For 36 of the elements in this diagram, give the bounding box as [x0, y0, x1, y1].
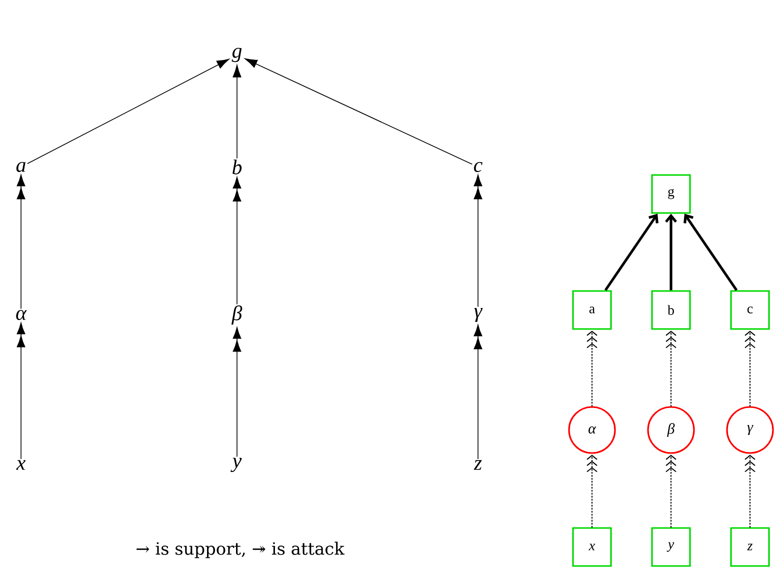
arrow: [744, 454, 756, 528]
node-label: β: [231, 305, 242, 325]
arrow: [586, 454, 598, 528]
node-box: b: [651, 290, 691, 330]
node-label: a: [16, 162, 26, 172]
arrow: [604, 214, 658, 291]
arrow: [665, 214, 677, 290]
arrow: [666, 330, 676, 407]
node-label: c: [474, 162, 482, 172]
node-label: γ: [474, 308, 483, 322]
arrow: [666, 454, 676, 528]
arrow: [232, 327, 242, 458]
arrow: [244, 58, 473, 165]
node-label: y: [230, 458, 242, 472]
node-box: g: [651, 174, 691, 214]
node-box: y: [651, 527, 691, 567]
node-label: z: [474, 460, 482, 470]
arrow: [232, 64, 242, 159]
node-label: b: [232, 160, 242, 174]
arrow: [586, 330, 598, 407]
node-label: x: [16, 460, 26, 470]
arrow: [232, 176, 242, 305]
arrow: [16, 174, 26, 310]
arrow: [474, 324, 482, 460]
node-label: α: [16, 310, 27, 320]
arrow: [16, 322, 26, 460]
arrow: [684, 214, 738, 291]
node-box: x: [572, 527, 612, 567]
arrow: [744, 330, 756, 407]
node-box: a: [572, 290, 612, 330]
node-label: g: [232, 48, 242, 62]
node-box: z: [730, 527, 770, 567]
arrow: [474, 174, 482, 308]
node-box: c: [730, 290, 770, 330]
arrow: [27, 58, 230, 164]
caption: → is support, ↠ is attack: [136, 542, 345, 558]
